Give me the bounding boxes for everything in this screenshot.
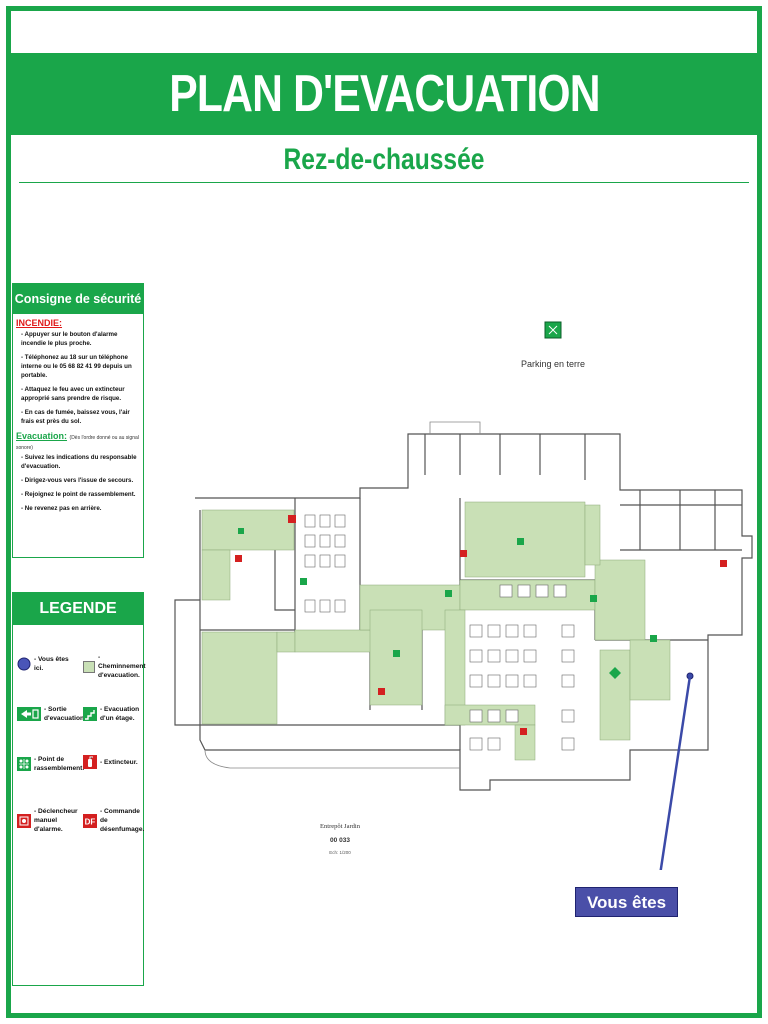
- legend-label: - Extincteur.: [100, 758, 138, 766]
- plan-safety-icons: [235, 515, 727, 735]
- evacuation-path-swatch-icon: [83, 660, 95, 673]
- evacuation-instruction: - Ne revenez pas en arrière.: [21, 505, 102, 512]
- legend-item-assembly-point: - Point de rassemblement.: [17, 755, 85, 773]
- assembly-point-icon: [17, 757, 31, 771]
- evacuation-section-header: Evacuation: (Dès l'ordre donné ou au sig…: [16, 431, 143, 451]
- fire-instruction: - Attaquez le feu avec un extincteur app…: [21, 386, 125, 402]
- evacuation-section-note: (Dès l'ordre donné ou au signal sonore): [16, 435, 139, 451]
- fire-instructions-list: - Appuyer sur le bouton d'alarme incendi…: [21, 330, 139, 426]
- fire-instruction: - En cas de fumée, baissez vous, l'air f…: [21, 409, 130, 425]
- evacuation-section-label: Evacuation:: [16, 431, 68, 441]
- fire-instruction: - Téléphonez au 18 sur un téléphone inte…: [21, 354, 132, 379]
- legend-item-evacuation-path: - Cheminnement d'evacuation.: [83, 653, 146, 680]
- alarm-trigger-icon: [17, 813, 31, 828]
- legend-item-you-are-here: - Vous êtes ici.: [17, 655, 77, 673]
- evacuation-paths: [201, 501, 671, 761]
- floor-plan: Parking en terre: [174, 321, 753, 870]
- safety-instructions-panel: Consigne de sécurité INCENDIE: - Appuyer…: [12, 283, 144, 558]
- floor-subtitle: Rez-de-chaussée: [283, 143, 485, 176]
- legend-item-alarm-trigger: - Déclencheur manuel d'alarme.: [17, 807, 81, 834]
- legend-label: - Commande de désenfumage.: [100, 808, 145, 833]
- legend-item-floor-evacuation: - Evacuation d'un étage.: [83, 705, 141, 723]
- you-are-here-label: Vous êtes ici: [575, 887, 678, 942]
- legend-item-smoke-control: DF - Commande de désenfumage.: [83, 807, 145, 834]
- smoke-control-df-text: DF: [85, 817, 96, 826]
- exit-sign-icon: [17, 707, 41, 721]
- assembly-point-marker: [544, 321, 562, 339]
- legend-label: - Evacuation d'un étage.: [100, 706, 140, 722]
- legend-label: - Vous êtes ici.: [34, 656, 69, 672]
- evacuation-instruction: - Rejoignez le point de rassemblement.: [21, 491, 136, 498]
- fire-instruction: - Appuyer sur le bouton d'alarme incendi…: [21, 331, 118, 347]
- evacuation-instruction: - Suivez les indications du responsable …: [21, 454, 137, 470]
- legend-label: - Point de rassemblement.: [34, 756, 85, 772]
- parking-label: Parking en terre: [521, 359, 585, 369]
- title-bar: PLAN D'EVACUATION: [11, 53, 757, 135]
- legend-label: - Sortie d'evacuation.: [44, 706, 86, 722]
- page-title: PLAN D'EVACUATION: [168, 65, 600, 123]
- legend-item-extinguisher: - Extincteur.: [83, 755, 141, 769]
- legend-item-exit: - Sortie d'evacuation.: [17, 705, 86, 723]
- subtitle-divider: [19, 182, 749, 183]
- safety-instructions-heading: Consigne de sécurité: [13, 284, 143, 314]
- stairs-evacuation-icon: [83, 707, 97, 721]
- evacuation-instruction: - Dirigez-vous vers l'issue de secours.: [21, 477, 134, 484]
- legend-label: - Déclencheur manuel d'alarme.: [34, 808, 78, 833]
- building-code: 00 033: [330, 837, 350, 844]
- building-scale: Ech: 1/200: [329, 850, 351, 855]
- building-label: Entrepôt Jardin: [320, 823, 361, 830]
- evacuation-instructions-list: - Suivez les indications du responsable …: [21, 453, 139, 513]
- fire-section-label: INCENDIE:: [16, 318, 63, 328]
- you-are-here-pointer: [659, 675, 692, 870]
- legend-panel: LEGENDE - Vous êtes ici. - Cheminnement …: [12, 592, 146, 986]
- extinguisher-icon: [83, 755, 97, 769]
- legend-heading: LEGENDE: [13, 593, 143, 625]
- smoke-control-icon: DF: [83, 813, 97, 828]
- legend-label: - Cheminnement d'evacuation.: [98, 654, 146, 679]
- furniture: [304, 514, 575, 751]
- you-are-here-dot-icon: [17, 657, 31, 671]
